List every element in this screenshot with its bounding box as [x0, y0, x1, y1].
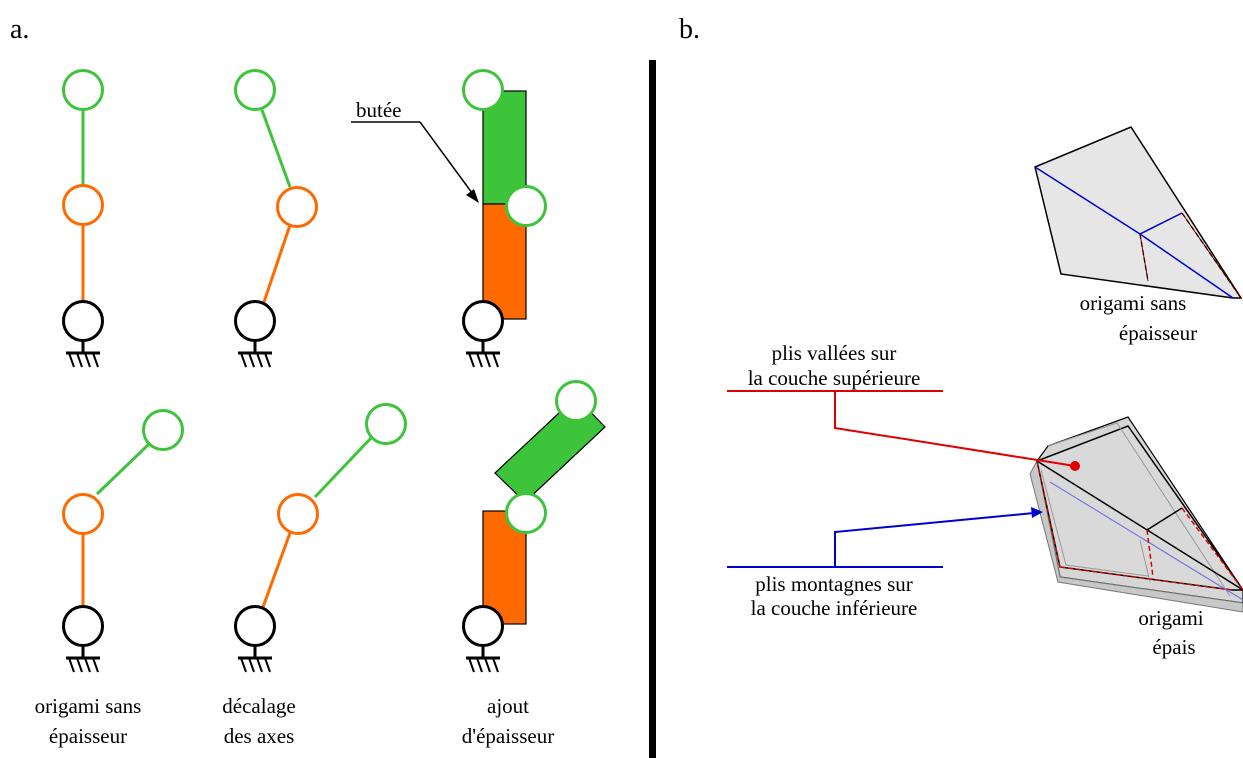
svg-text:origami sans: origami sans — [1080, 291, 1187, 315]
joint-green — [462, 69, 504, 111]
butee-label: butée — [356, 98, 401, 122]
mechanism-thick-bottom — [462, 380, 606, 674]
mechanism-offset-top — [234, 69, 318, 369]
mechanism-straight-bottom — [62, 409, 184, 674]
mountain-annotation: plis montagnes sur la couche inférieure — [727, 507, 1043, 620]
svg-text:plis montagnes sur: plis montagnes sur — [755, 572, 913, 596]
joint-base — [234, 300, 276, 342]
panel-b-label: b. — [679, 14, 700, 45]
valley-annotation: plis vallées sur la couche supérieure — [727, 341, 1080, 471]
svg-text:ajout: ajout — [487, 694, 529, 718]
thin-origami — [1034, 126, 1243, 299]
valley-marker — [1070, 461, 1080, 471]
joint-hinge — [505, 185, 547, 227]
svg-text:plis vallées sur: plis vallées sur — [772, 341, 897, 365]
joint-base — [462, 300, 504, 342]
panel-a-label: a. — [10, 14, 29, 45]
svg-text:d'épaisseur: d'épaisseur — [462, 724, 554, 748]
valley-fold — [1036, 460, 1061, 568]
joint-base — [62, 605, 104, 647]
joint-base — [462, 605, 504, 647]
butee-annotation: butée — [351, 98, 479, 203]
svg-text:épais: épais — [1152, 635, 1195, 659]
panel-divider — [649, 60, 656, 758]
mechanism-straight-top — [62, 69, 104, 369]
mechanism-thick-top — [462, 69, 547, 369]
thin-sheet — [1034, 126, 1243, 299]
mountain-fold — [1139, 233, 1234, 299]
joint-orange — [276, 186, 318, 228]
svg-text:épaisseur: épaisseur — [1119, 321, 1197, 345]
arrow-head — [466, 189, 479, 203]
caption-offset: décalage des axes — [222, 694, 295, 748]
thick-origami — [1029, 416, 1243, 613]
svg-text:décalage: décalage — [222, 694, 295, 718]
ground-symbol — [236, 656, 274, 674]
thin-caption: origami sans épaisseur — [1080, 291, 1197, 345]
ground-symbol — [236, 351, 274, 369]
ground-symbol — [64, 351, 102, 369]
svg-text:épaisseur: épaisseur — [49, 724, 127, 748]
joint-green — [365, 403, 407, 445]
green-panel — [482, 90, 527, 205]
mountain-arrow-head — [1031, 507, 1043, 518]
svg-text:origami sans: origami sans — [35, 694, 142, 718]
joint-hinge — [505, 492, 547, 534]
orange-panel — [482, 203, 527, 320]
mountain-fold — [1034, 166, 1141, 235]
ground-symbol — [464, 351, 502, 369]
joint-orange — [62, 184, 104, 226]
svg-text:la couche supérieure: la couche supérieure — [748, 366, 921, 390]
joint-green — [62, 69, 104, 111]
caption-thick: ajout d'épaisseur — [462, 694, 554, 748]
joint-orange — [277, 493, 319, 535]
caption-straight: origami sans épaisseur — [35, 694, 142, 748]
valley-fold — [1059, 566, 1233, 591]
fold-line — [1146, 507, 1183, 531]
green-panel — [494, 396, 606, 503]
joint-green — [555, 380, 597, 422]
joint-green — [142, 409, 184, 451]
mountain-fold — [1139, 212, 1183, 235]
thick-caption: origami épais — [1138, 606, 1203, 659]
svg-text:la couche inférieure: la couche inférieure — [751, 596, 918, 620]
joint-orange — [62, 493, 104, 535]
mountain-fold-lower — [1049, 481, 1243, 601]
fold-line — [1036, 460, 1243, 591]
valley-fold — [1181, 507, 1243, 591]
svg-text:origami: origami — [1138, 606, 1203, 630]
ground-symbol — [464, 656, 502, 674]
mechanism-offset-bottom — [234, 403, 407, 674]
joint-base — [234, 605, 276, 647]
svg-text:des axes: des axes — [224, 724, 295, 748]
joint-base — [62, 300, 104, 342]
ground-symbol — [64, 656, 102, 674]
joint-green — [234, 69, 276, 111]
